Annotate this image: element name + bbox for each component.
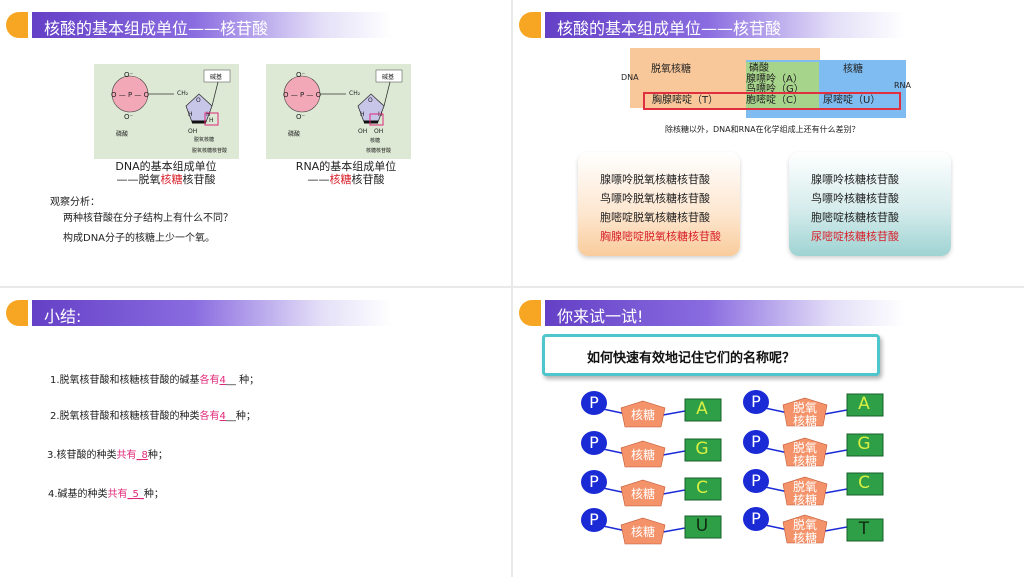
observe-label: 观察分析： bbox=[50, 197, 100, 208]
title-band bbox=[32, 300, 392, 326]
o-top: O⁻ bbox=[124, 71, 134, 79]
svg-text:CH₂: CH₂ bbox=[349, 90, 361, 97]
rna-nucleotide-figure: O⁻ O — P — O O⁻ 磷酸 CH₂ O H H OH OH 碱基 核糖… bbox=[266, 64, 411, 159]
ch2-label: CH₂ bbox=[177, 90, 189, 97]
svg-text:碱基: 碱基 bbox=[382, 73, 394, 81]
deoxyribonucleotide-a: P 脱氧核糖 A bbox=[743, 388, 903, 428]
summary-item-2: 2.脱氧核苷酸和核糖核苷酸的种类各有4__种； bbox=[50, 411, 256, 422]
sugar-pentagon bbox=[620, 400, 666, 428]
svg-text:H: H bbox=[206, 111, 211, 118]
col-deoxyribose: 脱氧核糖 bbox=[651, 64, 691, 75]
o-bottom: O⁻ bbox=[124, 113, 134, 121]
slide-title-bar: 核酸的基本组成单位——核苷酸 bbox=[0, 12, 400, 38]
slide-try-it: 你来试一试! 如何快速有效地记住它们的名称呢？ P 核糖 A P 核糖 G P … bbox=[513, 288, 1024, 577]
answer-text: 构成DNA分子的核糖上少一个氧。 bbox=[63, 233, 216, 244]
svg-text:脱氧核糖: 脱氧核糖 bbox=[194, 136, 214, 143]
title-band bbox=[545, 300, 905, 326]
rna-nucleotide-list: 腺嘌呤核糖核苷酸 鸟嘌呤核糖核苷酸 胞嘧啶核糖核苷酸 尿嘧啶核糖核苷酸 bbox=[789, 152, 951, 256]
summary-item-1: 1.脱氧核苷酸和核糖核苷酸的碱基各有4__ 种； bbox=[50, 375, 260, 386]
row-t: 胸腺嘧啶（T） bbox=[652, 95, 719, 106]
svg-text:脱氧核糖核苷酸: 脱氧核糖核苷酸 bbox=[192, 147, 227, 154]
svg-text:H: H bbox=[209, 117, 214, 124]
ribonucleotide-u: P 核糖 U bbox=[581, 506, 741, 546]
slide-title-bar: 你来试一试! bbox=[513, 300, 913, 326]
svg-text:H: H bbox=[360, 111, 365, 118]
rna-label: RNA bbox=[894, 81, 912, 90]
slide-title: 核酸的基本组成单位——核苷酸 bbox=[44, 19, 269, 38]
dna-caption: DNA的基本组成单位 ——脱氧核糖核苷酸 bbox=[115, 160, 217, 186]
base-label: A bbox=[696, 399, 708, 419]
phosphate-label: 磷酸 bbox=[116, 130, 128, 138]
sugar-label: 核糖 bbox=[630, 408, 655, 422]
svg-text:OH: OH bbox=[374, 128, 383, 135]
rna-caption: RNA的基本组成单位 ——核糖核苷酸 bbox=[295, 160, 397, 186]
svg-text:磷酸: 磷酸 bbox=[288, 130, 300, 138]
phosphate-label: P bbox=[589, 393, 599, 412]
shared-table-area bbox=[746, 62, 819, 108]
slide-title-bar: 小结: bbox=[0, 300, 400, 326]
row-g: 鸟嘌呤（G） bbox=[746, 84, 804, 95]
svg-text:O⁻: O⁻ bbox=[296, 113, 306, 121]
title-band bbox=[32, 12, 392, 38]
row-c: 胞嘧啶（C） bbox=[746, 95, 803, 106]
memory-question: 如何快速有效地记住它们的名称呢？ bbox=[587, 351, 796, 366]
dna-nucleotide-list: 腺嘌呤脱氧核糖核苷酸 鸟嘌呤脱氧核糖核苷酸 胞嘧啶脱氧核糖核苷酸 胸腺嘧啶脱氧核… bbox=[578, 152, 740, 256]
svg-text:O⁻: O⁻ bbox=[296, 71, 306, 79]
slide-summary: 小结: 1.脱氧核苷酸和核糖核苷酸的碱基各有4__ 种； 2.脱氧核苷酸和核糖核… bbox=[0, 288, 511, 577]
title-band bbox=[545, 12, 905, 38]
svg-text:核糖: 核糖 bbox=[370, 137, 380, 144]
col-ribose: 核糖 bbox=[843, 64, 863, 75]
slide-composition-comparison: 核酸的基本组成单位——核苷酸 DNA RNA 脱氧核糖 磷酸 核糖 腺嘌呤（A）… bbox=[513, 0, 1024, 286]
svg-text:H: H bbox=[188, 111, 193, 118]
deoxyribonucleotide-g: P 脱氧核糖 G bbox=[743, 428, 903, 468]
title-tab bbox=[519, 300, 541, 326]
svg-text:核糖核苷酸: 核糖核苷酸 bbox=[366, 147, 391, 154]
svg-text:O — P — O: O — P — O bbox=[283, 91, 322, 99]
summary-item-3: 3.核苷酸的种类共有_8种； bbox=[47, 450, 168, 461]
deoxyribonucleotide-c: P 脱氧核糖 C bbox=[743, 467, 903, 507]
row-u: 尿嘧啶（U） bbox=[823, 95, 881, 106]
dna-label: DNA bbox=[621, 73, 639, 82]
col-phosphate: 磷酸 bbox=[749, 63, 769, 74]
memory-question-box: 如何快速有效地记住它们的名称呢？ bbox=[542, 334, 880, 376]
svg-text:O: O bbox=[368, 97, 373, 104]
svg-text:OH: OH bbox=[358, 128, 367, 135]
ribonucleotide-c: P 核糖 C bbox=[581, 468, 741, 508]
phosphate-circle bbox=[581, 391, 607, 415]
title-tab bbox=[6, 300, 28, 326]
base-label: 碱基 bbox=[210, 73, 222, 81]
difference-question: 除核糖以外，DNA和RNA在化学组成上还有什么差别？ bbox=[665, 125, 860, 134]
ribonucleotide-a: P 核糖 A bbox=[581, 389, 741, 429]
difference-highlight-box bbox=[643, 92, 901, 110]
ribonucleotide-g: P 核糖 G bbox=[581, 429, 741, 469]
question-text: 两种核苷酸在分子结构上有什么不同？ bbox=[63, 213, 233, 224]
slide-dna-rna-structure: 核酸的基本组成单位——核苷酸 O⁻ O — P — O O⁻ 磷酸 CH₂ O … bbox=[0, 0, 511, 286]
deoxyribonucleotide-t: P 脱氧核糖 T bbox=[743, 505, 903, 545]
slide-title-bar: 核酸的基本组成单位——核苷酸 bbox=[513, 12, 913, 38]
phosphate-formula: O — P — O bbox=[111, 91, 150, 99]
svg-text:OH: OH bbox=[188, 128, 197, 135]
slide-title: 小结: bbox=[44, 307, 82, 326]
base-box bbox=[684, 398, 722, 422]
summary-item-4: 4.碱基的种类共有_5_种； bbox=[48, 489, 164, 500]
slide-title: 核酸的基本组成单位——核苷酸 bbox=[557, 19, 782, 38]
slide-title: 你来试一试! bbox=[557, 307, 644, 326]
title-tab bbox=[519, 12, 541, 38]
title-tab bbox=[6, 12, 28, 38]
dna-nucleotide-figure: O⁻ O — P — O O⁻ 磷酸 CH₂ O H H OH H 碱基 脱氧核… bbox=[94, 64, 239, 159]
row-a: 腺嘌呤（A） bbox=[746, 74, 803, 85]
ring-o: O bbox=[196, 97, 201, 104]
